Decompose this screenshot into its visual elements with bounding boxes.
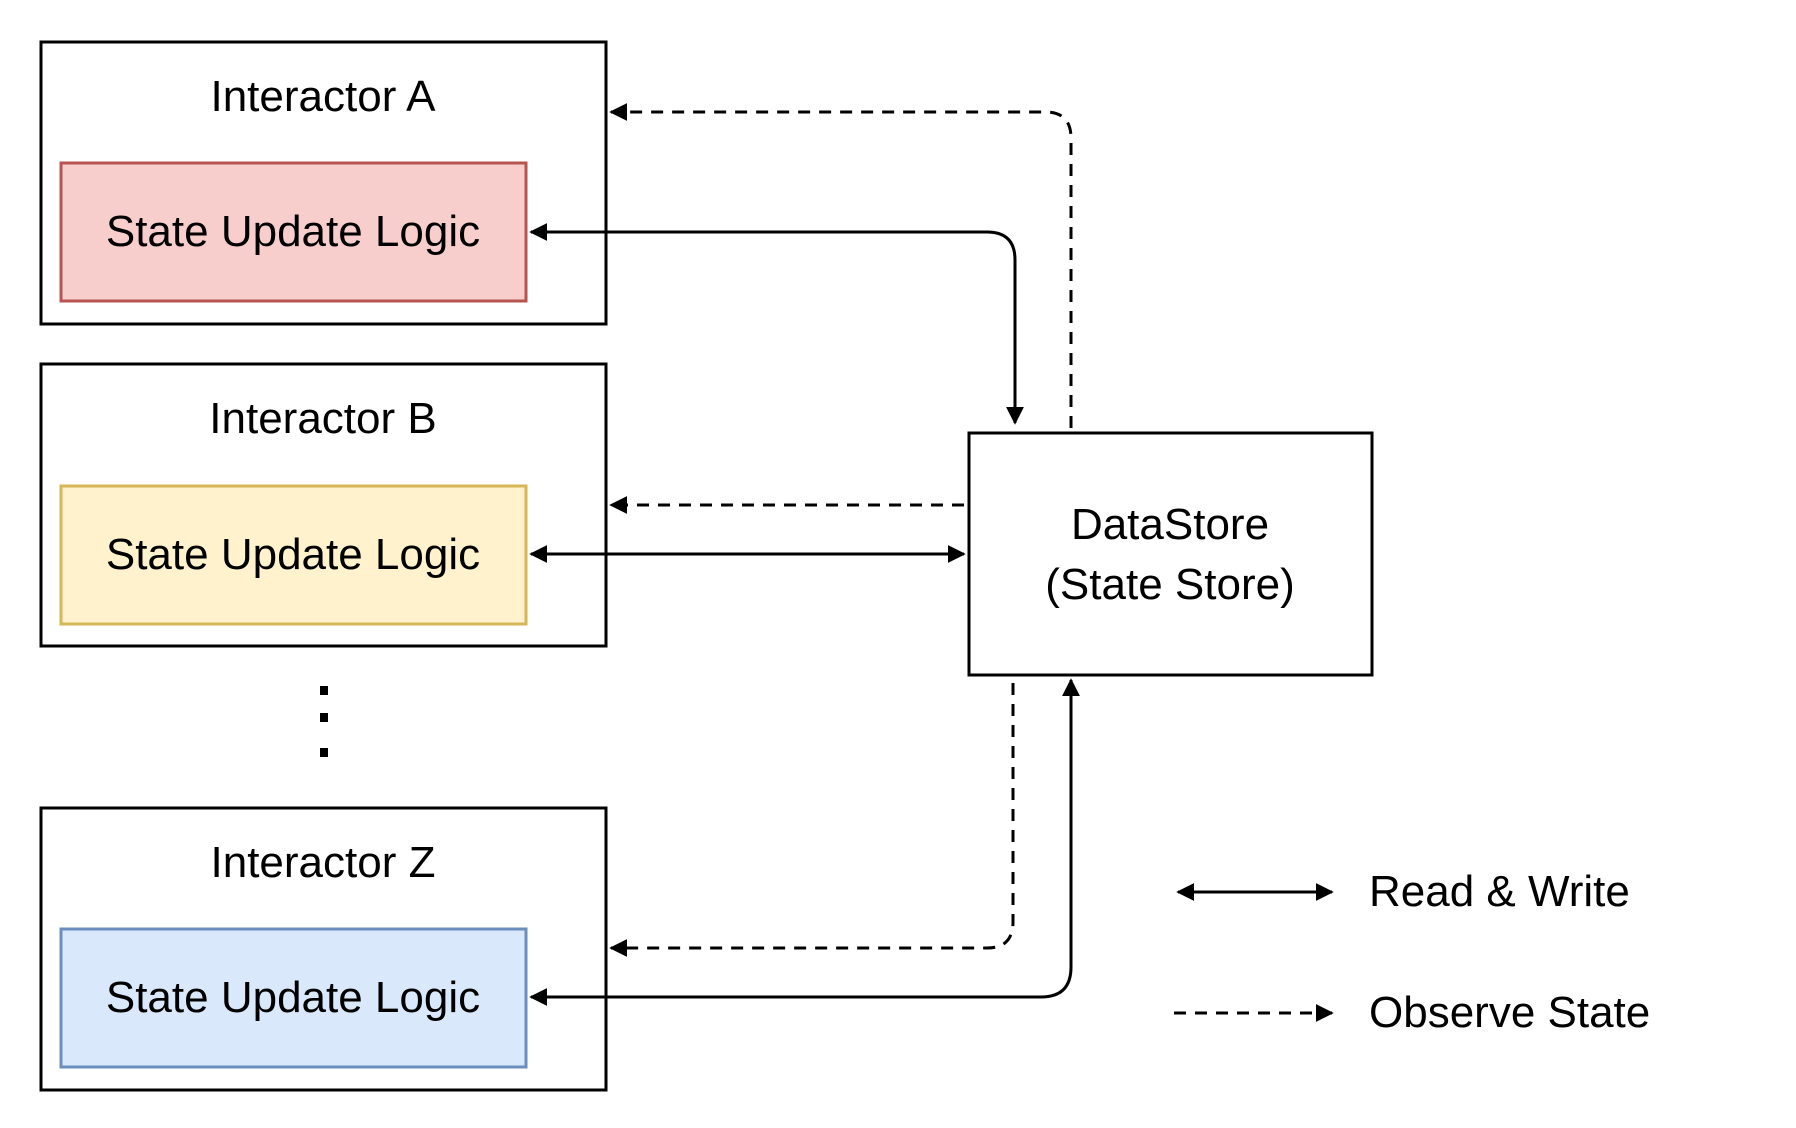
interactor-z-logic-label: State Update Logic: [106, 973, 480, 1022]
legend-readwrite-label: Read & Write: [1369, 867, 1630, 916]
datastore-title: DataStore: [1071, 500, 1269, 549]
datastore: DataStore (State Store): [967, 431, 1374, 677]
readwrite-arrow-a: [529, 223, 1024, 425]
interactor-a: Interactor A State Update Logic: [39, 40, 608, 326]
interactor-b-logic-box: [59, 484, 528, 626]
interactor-a-title: Interactor A: [210, 72, 436, 121]
observe-arrow-z: [609, 683, 1015, 957]
interactor-a-logic-box: [59, 161, 528, 303]
legend-observe-label: Observe State: [1369, 988, 1650, 1037]
readwrite-arrow-z: [529, 678, 1080, 1006]
interactor-a-logic-label: State Update Logic: [106, 207, 480, 256]
datastore-box: [967, 431, 1374, 677]
interactor-b: Interactor B State Update Logic: [39, 362, 608, 648]
legend: Read & Write Observe State: [1174, 867, 1650, 1037]
interactor-b-title: Interactor B: [209, 394, 436, 443]
interactor-b-logic-label: State Update Logic: [106, 530, 480, 579]
interactor-z: Interactor Z State Update Logic: [39, 806, 608, 1092]
datastore-subtitle: (State Store): [1045, 560, 1294, 609]
interactor-z-title: Interactor Z: [211, 838, 436, 887]
ellipsis-dots: [320, 686, 328, 757]
interactor-z-logic-box: [59, 927, 528, 1069]
observe-arrow-a: [609, 103, 1073, 428]
connectors: [529, 103, 1080, 1006]
